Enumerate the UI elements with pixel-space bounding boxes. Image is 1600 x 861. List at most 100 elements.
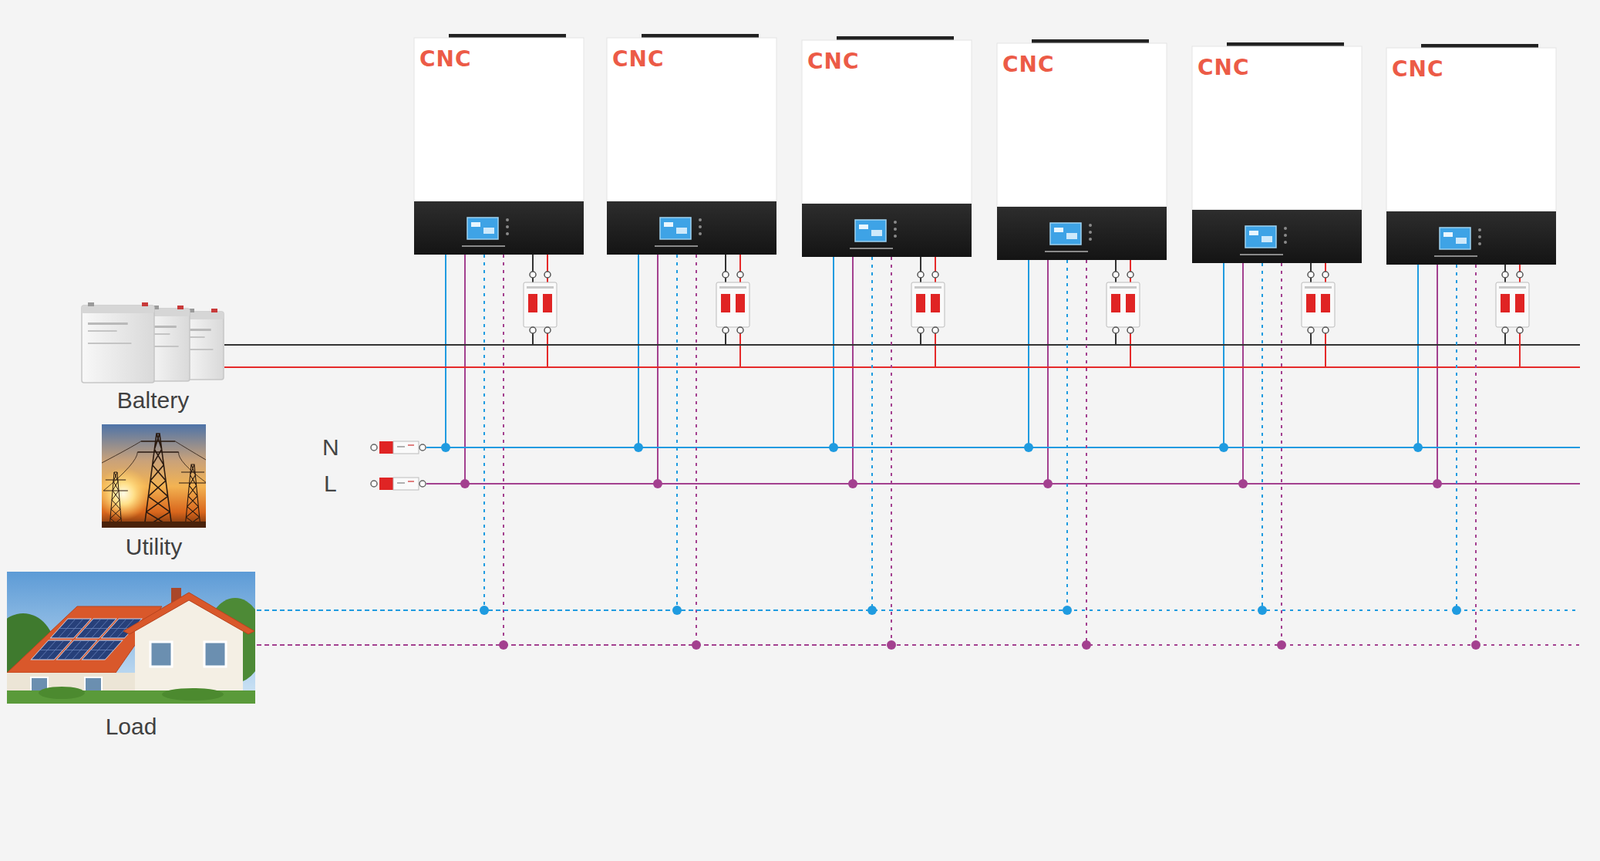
panel-grid <box>81 640 123 660</box>
terminal <box>1516 271 1523 278</box>
dc-breaker <box>911 271 945 334</box>
phase-label: N <box>322 433 340 462</box>
bus-extension <box>1456 609 1580 611</box>
battery-negative-cable <box>224 259 1116 345</box>
junction-dot <box>828 442 839 452</box>
battery-marking <box>188 328 212 331</box>
lcd-screen <box>1245 225 1277 248</box>
breaker-body <box>716 282 750 327</box>
top-bar <box>1226 42 1344 47</box>
battery-negative-cable <box>224 254 726 345</box>
image-area <box>6 571 256 704</box>
breaker-toggle <box>720 293 731 313</box>
ac-input-wire <box>1436 264 1439 484</box>
terminal <box>722 271 729 278</box>
top-bar <box>448 33 566 38</box>
inverter-drawing <box>606 33 777 484</box>
shrub <box>38 686 85 699</box>
breaker-toggle <box>1320 293 1331 313</box>
inverter-drawing <box>1386 43 1557 484</box>
control-panel <box>606 201 777 255</box>
pylon <box>178 464 206 528</box>
control-panel <box>997 206 1167 260</box>
sky <box>6 571 256 704</box>
breaker-toggle <box>1125 293 1136 313</box>
inverter-body <box>997 43 1167 207</box>
breaker-toggle <box>735 293 745 313</box>
panel-button <box>1283 233 1287 237</box>
battery-marking <box>152 325 177 328</box>
breaker-marking <box>719 286 747 289</box>
battery-lid <box>81 305 155 314</box>
sun-glow <box>101 467 150 520</box>
bus-extension <box>1519 366 1580 368</box>
battery-marking <box>188 348 213 351</box>
lcd-screen <box>855 219 886 242</box>
breaker-marking <box>1304 286 1332 289</box>
terminal <box>1502 326 1509 334</box>
junction-dot <box>1024 442 1034 452</box>
panel-marking <box>461 245 506 247</box>
inverter-unit: CNC <box>1192 46 1362 263</box>
junction-dot <box>498 640 509 650</box>
ac-input-wire <box>1027 259 1030 448</box>
junction-dot <box>672 605 682 615</box>
panel-button <box>1283 240 1287 244</box>
image-area <box>101 424 206 528</box>
window <box>204 641 226 667</box>
lcd-segment <box>483 227 495 234</box>
terminal <box>1322 326 1329 334</box>
breaker-toggle <box>379 477 394 490</box>
output-line-cable <box>255 256 892 645</box>
lcd-segment <box>858 224 869 230</box>
battery-terminal <box>141 302 149 307</box>
breaker-marking <box>397 481 405 484</box>
panel-marking <box>1239 253 1284 256</box>
terminal <box>370 444 378 451</box>
output-line-cable <box>255 264 1476 645</box>
terminal <box>737 326 744 334</box>
terminal <box>932 326 939 334</box>
inverter-body <box>414 37 584 202</box>
panel-button <box>1088 223 1092 227</box>
lcd-screen <box>467 217 499 240</box>
brand-name: CNC <box>612 47 665 72</box>
ac-input-wire <box>464 254 466 484</box>
lcd-segment <box>1054 227 1064 233</box>
battery-positive-cable <box>224 254 548 368</box>
breaker-body <box>393 441 419 454</box>
junction-dot <box>886 640 896 650</box>
terminal <box>1502 271 1509 278</box>
breaker-marking <box>1498 286 1526 289</box>
bus-extension <box>1505 343 1580 346</box>
house-illustration <box>6 571 256 704</box>
device-label: Baltery <box>81 387 225 414</box>
top-bar <box>1031 39 1149 44</box>
breaker-toggle <box>1306 293 1316 313</box>
inverter-body <box>1386 47 1557 212</box>
junction-dot <box>867 605 877 615</box>
ac-input-wire <box>1242 262 1244 484</box>
panel-marking <box>1044 250 1088 253</box>
power-wire <box>101 441 206 491</box>
panel-button <box>1088 230 1092 234</box>
pylon <box>137 433 179 528</box>
panel-marking <box>654 245 698 247</box>
battery-marking <box>152 333 170 335</box>
battery-positive-cable <box>224 259 1131 368</box>
panel-button <box>698 232 702 236</box>
terminal <box>1127 271 1134 278</box>
terminal <box>419 480 426 487</box>
panel-button <box>1478 228 1482 232</box>
junction-dot <box>1043 478 1053 489</box>
terminal <box>737 271 744 278</box>
phase-label: L <box>323 469 337 498</box>
breaker-body <box>911 282 945 327</box>
control-panel <box>414 201 584 255</box>
breaker-body <box>1301 282 1335 327</box>
panel-button <box>1283 226 1287 230</box>
window <box>84 677 102 691</box>
top-bar <box>1421 43 1539 48</box>
